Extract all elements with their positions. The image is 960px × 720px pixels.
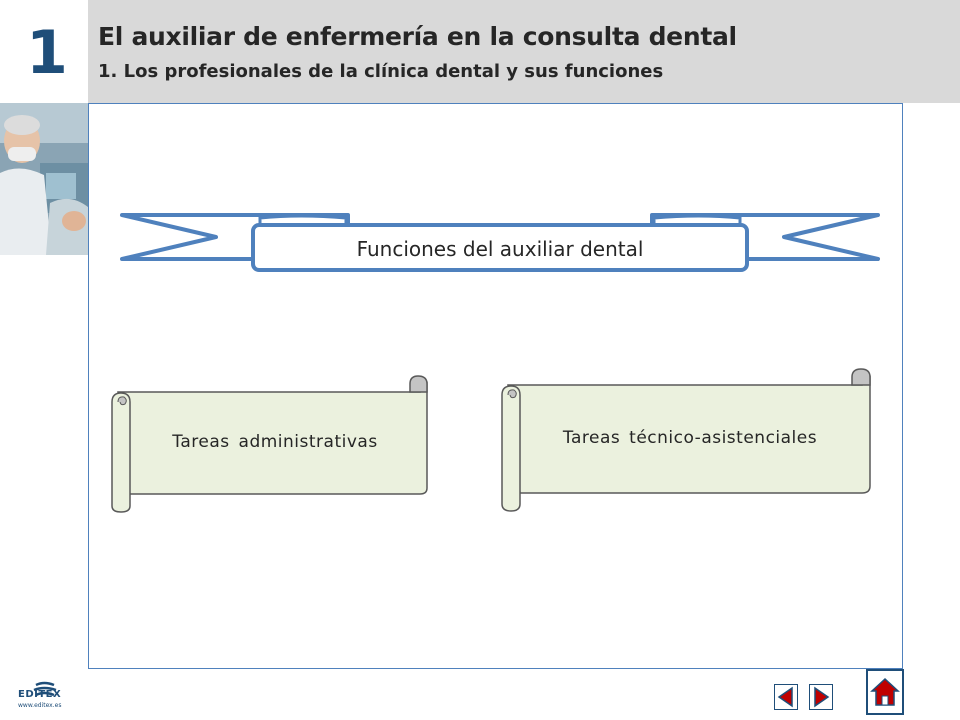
banner-label: Funciones del auxiliar dental xyxy=(356,237,644,261)
banner-left-fold xyxy=(258,214,348,225)
triangle-right-icon xyxy=(814,686,830,708)
triangle-left-icon xyxy=(777,686,793,708)
scroll-right-label: Tareas técnico-asistenciales xyxy=(562,428,818,448)
page-title: El auxiliar de enfermería en la consulta… xyxy=(98,22,737,51)
chapter-number: 1 xyxy=(26,18,68,88)
scroll-left-shape xyxy=(111,375,428,513)
logo-text: EDITEX xyxy=(18,689,62,700)
home-button[interactable] xyxy=(866,669,904,715)
house-icon xyxy=(870,677,900,706)
banner-center xyxy=(251,223,749,272)
header-bar xyxy=(88,0,960,103)
next-button[interactable] xyxy=(809,684,833,710)
page-subtitle: 1. Los profesionales de la clínica denta… xyxy=(98,61,664,82)
logo-url: www.editex.es xyxy=(18,702,62,709)
editex-logo-icon xyxy=(33,681,57,697)
scroll-left-label: Tareas administrativas xyxy=(172,432,378,452)
dentist-photo xyxy=(0,103,88,255)
previous-button[interactable] xyxy=(774,684,798,710)
banner-right-fold xyxy=(652,214,742,225)
scroll-right-shape xyxy=(501,368,871,512)
